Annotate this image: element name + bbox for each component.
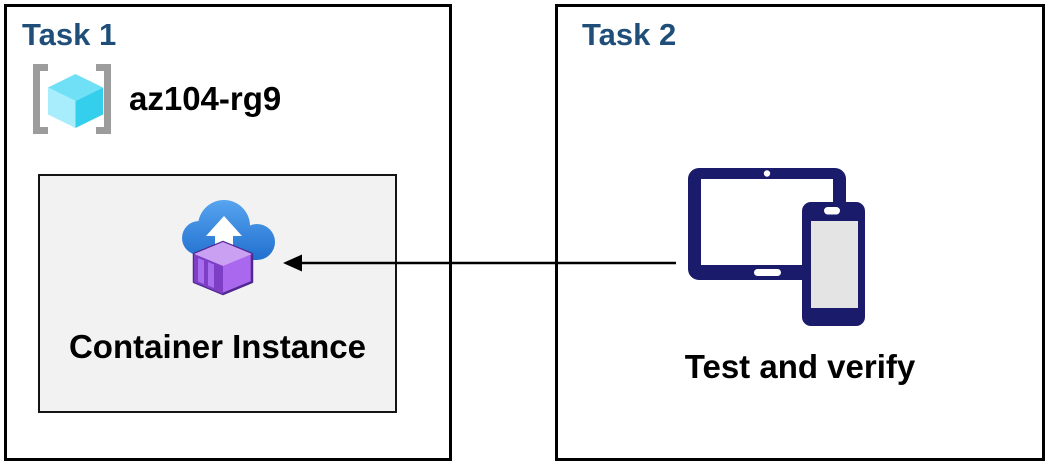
task1-title: Task 1 bbox=[22, 17, 117, 52]
task2-title: Task 2 bbox=[582, 17, 677, 52]
tablet-and-phone-icon bbox=[688, 168, 865, 326]
task2-box: Task 2 Test and verify bbox=[555, 4, 1045, 461]
test-and-verify-label: Test and verify bbox=[684, 348, 916, 385]
resource-group-name: az104-rg9 bbox=[129, 80, 282, 117]
container-instance-box: Container Instance bbox=[38, 174, 397, 413]
resource-group-icon bbox=[33, 64, 111, 134]
tablet-home-button bbox=[754, 269, 781, 276]
container-instance-icon bbox=[182, 200, 275, 296]
container-instance-icon-wrap bbox=[180, 194, 280, 303]
phone-speaker bbox=[824, 207, 840, 215]
container-instance-label: Container Instance bbox=[68, 328, 367, 365]
resource-group: az104-rg9 bbox=[32, 64, 281, 134]
tablet-camera-dot bbox=[763, 170, 771, 177]
devices-icon-wrap bbox=[687, 167, 867, 332]
task1-box: Task 1 az104-rg9 bbox=[4, 4, 452, 461]
